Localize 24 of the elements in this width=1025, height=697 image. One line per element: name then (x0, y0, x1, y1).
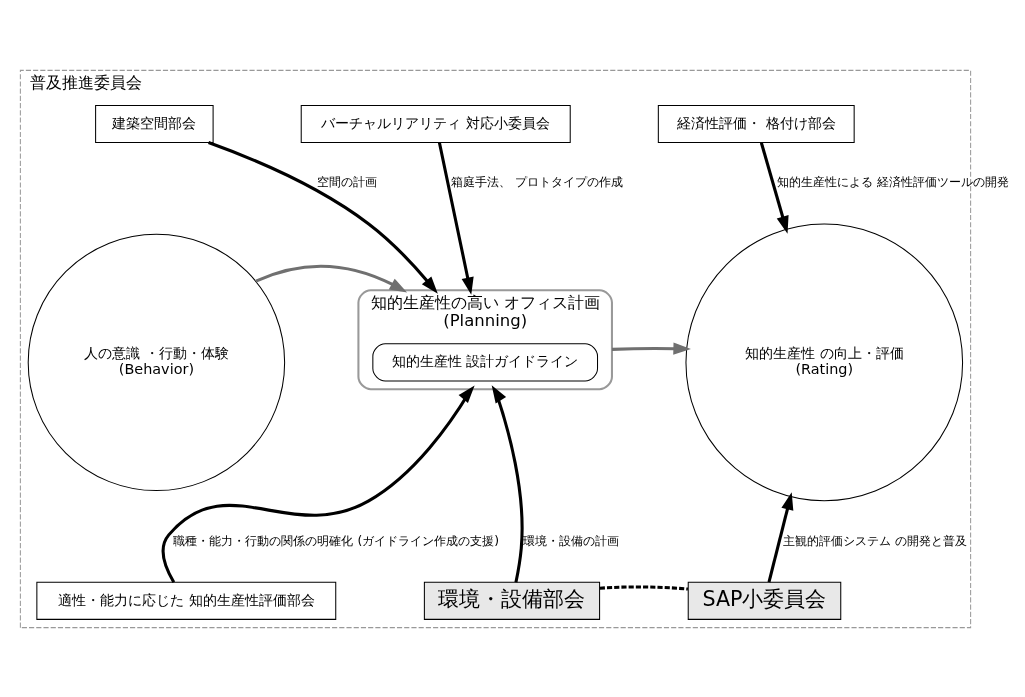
arrow (767, 491, 794, 582)
edge-label: 主観的評価システム の開発と普及 (782, 533, 967, 548)
arrow (437, 141, 474, 295)
edge-label: 職種・能力・行動の関係の明確化 (ガイドライン作成の支援) (173, 533, 500, 548)
node-circle: 人の意識 ・行動・体験 (Behavior) (27, 233, 286, 491)
arrow (611, 342, 691, 355)
node-box: SAP小委員会 (687, 581, 842, 620)
node-box: 適性・能力に応じた 知的生産性評価部会 (36, 581, 337, 620)
edge-label: 知的生産性による 経済性評価ツールの開発 (777, 174, 1010, 189)
edge-label: 空間の計画 (316, 174, 377, 189)
node-box: 建築空間部会 (95, 104, 214, 143)
edge-label: 箱庭手法、 プロトタイプの作成 (450, 174, 623, 189)
arrow (208, 140, 438, 294)
edge-label: 環境・設備の計画 (523, 533, 620, 548)
node-box: 知的生産性 設計ガイドライン (372, 342, 599, 381)
node-box: 経済性評価・ 格付け部会 (657, 104, 855, 143)
arrow (161, 385, 475, 583)
node-box: 環境・設備部会 (423, 581, 601, 620)
node-box: バーチャルリアリティ 対応小委員会 (300, 104, 571, 143)
arrow (255, 264, 408, 292)
arrow (491, 384, 524, 583)
connector (599, 584, 689, 591)
node-circle: 知的生産性 の向上・評価 (Rating) (685, 223, 964, 501)
arrow (759, 141, 789, 234)
